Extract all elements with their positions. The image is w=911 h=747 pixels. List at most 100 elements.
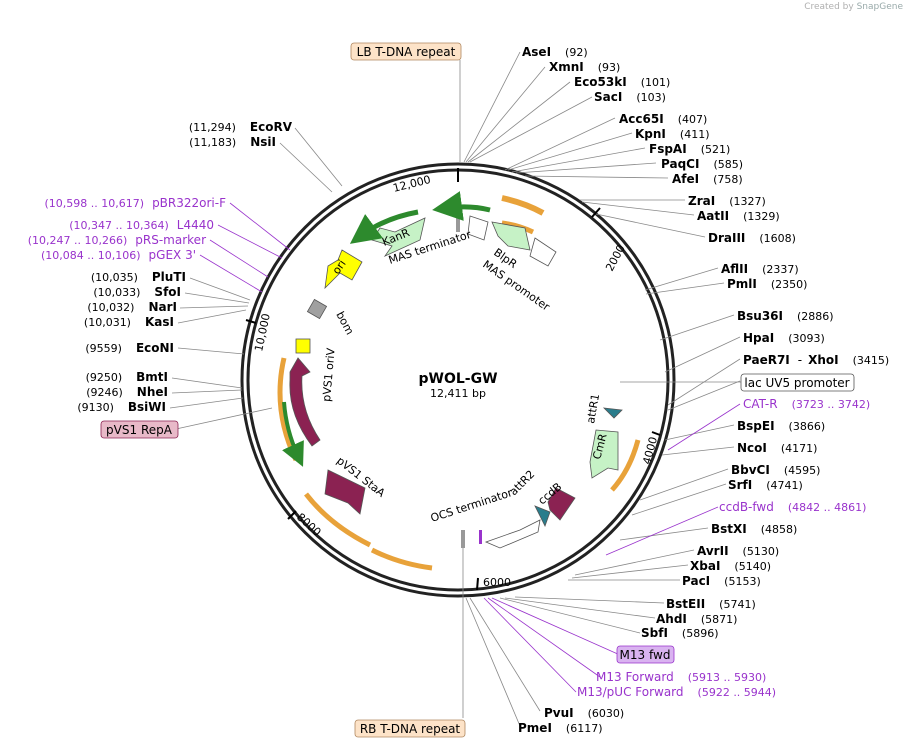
kanr-green-arc [349,209,419,244]
site-name: SfoI [154,285,181,299]
lb-repeat-label: LB T-DNA repeat [357,45,456,59]
site-name: XmnI [549,60,584,74]
site-pos: (4741) [766,479,803,492]
lb-repeat-box [350,42,462,61]
svg-text:Eco53kI(101): Eco53kI(101) [574,75,670,89]
site-pos: (5871) [701,613,738,626]
lacuv5-label: lac UV5 promoter [744,376,849,390]
svg-text:(10,035)PluTI: (10,035)PluTI [91,270,186,284]
site-pos: (407) [678,113,708,126]
site-pos: (3415) [853,354,890,367]
svg-text:AflII(2337): AflII(2337) [721,262,799,276]
site-pos: (5153) [724,575,761,588]
site-name: KasI [145,315,174,329]
m13fwd-label: M13 fwd [620,648,671,662]
tick-label-10000: 10,000 [252,312,273,352]
ccdb-feature [547,487,576,521]
site-pos: (92) [565,46,588,59]
site-pos: (1329) [743,210,780,223]
site-pos: (6030) [588,707,625,720]
site-pos: (4595) [784,464,821,477]
site-name: PaeR7I [743,353,790,367]
lacuv5-box [740,373,855,392]
primer-range: (5922 .. 5944) [698,686,777,699]
site-name: EcoNI [136,341,174,355]
site-pos: (2886) [797,310,834,323]
site-name: DraIII [708,231,745,245]
svg-text:AseI(92): AseI(92) [522,45,588,59]
svg-text:DraIII(1608): DraIII(1608) [708,231,796,245]
rb-marker [461,530,465,548]
svg-text:(10,247 .. 10,266)pRS-marker: (10,247 .. 10,266)pRS-marker [28,233,206,247]
ori-feature [324,249,363,290]
site-pos: (9246) [86,386,123,399]
site-pos: (1327) [729,195,766,208]
site-name: AhdI [656,612,687,626]
primer-name: pGEX 3' [149,248,196,262]
svg-text:(11,183)NsiI: (11,183)NsiI [189,135,276,149]
svg-text:AatII(1329): AatII (1329) [697,209,780,223]
site-pos: (4858) [761,523,798,536]
svg-text:SrfI(4741): SrfI (4741) [728,478,803,492]
svg-text:(11,294)EcoRV: (11,294)EcoRV [189,120,293,134]
svg-text:PaqCI(585): PaqCI(585) [661,157,743,171]
svg-text:(10,084 .. 10,106)pGEX 3': (10,084 .. 10,106)pGEX 3' [41,248,196,262]
svg-text:ccdB-fwd(4842 .. 4861): ccdB-fwd(4842 .. 4861) [719,500,866,514]
tick-label-2000: 2000 [603,243,628,274]
site-pos: (103) [636,91,666,104]
primer-range: (5913 .. 5930) [688,671,767,684]
right-sites: AseI(92) XmnI (93) Eco53kI(101) SacI(103)… [518,45,889,735]
site-pos: (4171) [781,442,818,455]
site-pos: (10,032) [87,301,134,314]
pvs1-repa-feature [289,357,321,447]
site-name: Acc65I [619,112,664,126]
m13fwd-box [616,645,675,664]
attr1-label: attR1 [584,393,602,425]
site-name: BstEII [666,597,705,611]
rb-repeat-box [354,719,466,738]
svg-text:PaeR7I-XhoI(3415): PaeR7I-XhoI(3415) [743,353,889,367]
svg-text:FspAI(521): FspAI(521) [649,142,730,156]
svg-text:PvuI(6030): PvuI (6030) [544,706,624,720]
site-pos: (5741) [719,598,756,611]
svg-text:(10,347 .. 10,364)L4440: (10,347 .. 10,364)L4440 [69,218,214,232]
svg-text:BspEI(3866): BspEI(3866) [737,419,825,433]
site-name: BspEI [737,419,775,433]
svg-text:PmlI(2350): PmlI(2350) [727,277,807,291]
site-pos: (10,033) [93,286,140,299]
svg-text:(9559)EcoNI: (9559)EcoNI [85,341,174,355]
tick-marks [245,168,661,591]
credit-brand: SnapGene [856,2,903,12]
svg-text:HpaI(3093): HpaI(3093) [743,331,825,345]
site-pos: (93) [598,61,621,74]
primer-marker-m13 [479,530,482,544]
svg-text:Acc65I(407): Acc65I (407) [619,112,707,126]
site-name: SrfI [728,478,752,492]
bom-label: bom [333,309,356,337]
svg-text:(9130)BsiWI: (9130)BsiWI [77,400,166,414]
primer-name: pBR322ori-F [152,196,226,210]
site-pos: (758) [713,173,743,186]
site-pos: (585) [713,158,743,171]
attr1-feature [602,407,623,419]
site-name: PvuI [544,706,574,720]
primer-name: M13 Forward [596,670,674,684]
primer-range: (3723 .. 3742) [792,398,871,411]
svg-text:(10,033)SfoI: (10,033) SfoI [93,285,181,299]
orange-arrow-bottom [370,547,433,571]
orange-arrow-top [501,195,545,216]
pvs1-oriv-feature [295,338,311,354]
svg-text:(10,031)KasI: (10,031)KasI [84,315,174,329]
lb-marker [456,214,460,232]
site-pos: (10,035) [91,271,138,284]
svg-text:SacI(103): SacI(103) [594,90,666,104]
site-name: BmtI [136,370,168,384]
site-pos: (411) [680,128,710,141]
site-name: EcoRV [250,120,293,134]
primer-labels: (10,598 .. 10,617)pBR322ori-F (10,347 ..… [28,196,870,699]
svg-text:BstXI(4858): BstXI(4858) [711,522,797,536]
svg-text:M13 Forward(5913 .. 5930): M13 Forward (5913 .. 5930) [596,670,766,684]
connector-lines [169,51,742,727]
tick-label-12000: 12,000 [392,173,433,195]
site-name: AatII [697,209,729,223]
